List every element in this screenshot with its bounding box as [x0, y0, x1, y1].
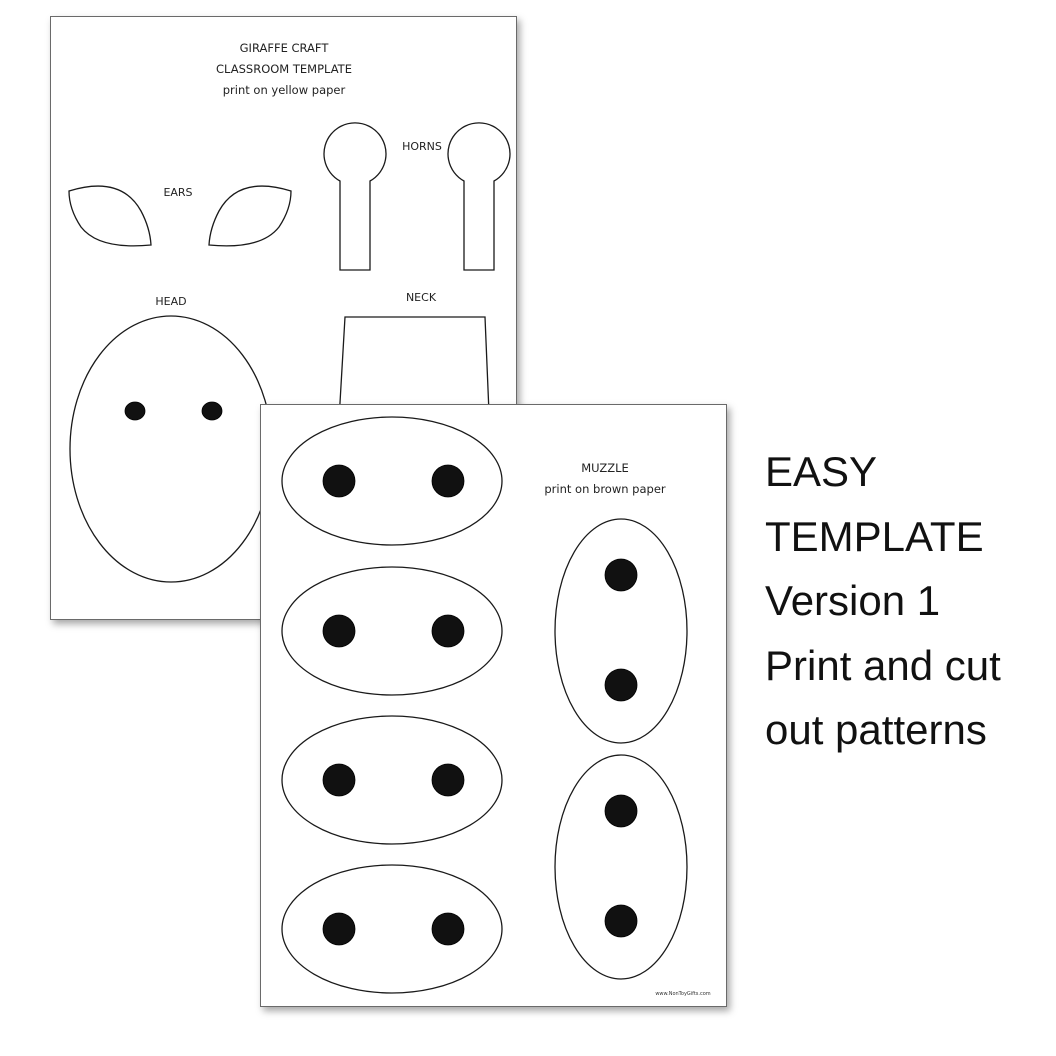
horn-right-shape — [447, 122, 511, 271]
template-sheet-brown: MUZZLE print on brown paper — [260, 404, 727, 1007]
sheet-title-line2: CLASSROOM TEMPLATE — [216, 62, 352, 76]
ears-label: EARS — [163, 186, 192, 199]
caption-line-4: Print and cut — [765, 641, 1001, 689]
muzzle-vertical-2 — [554, 754, 688, 980]
caption-line-1: EASY — [765, 448, 878, 495]
template-sheet-yellow: GIRAFFE CRAFT CLASSROOM TEMPLATE print o… — [50, 16, 517, 620]
muzzle-horizontal-1 — [281, 416, 503, 546]
muzzle-horizontal-4 — [281, 864, 503, 994]
horn-left-shape — [323, 122, 387, 271]
head-shape — [69, 315, 273, 583]
horns-label: HORNS — [402, 140, 442, 153]
sheet-title-line1: GIRAFFE CRAFT — [240, 41, 330, 55]
head-eye-right — [201, 401, 223, 421]
muzzle-label: MUZZLE — [581, 461, 629, 475]
head-label: HEAD — [155, 295, 186, 308]
website-footer: www.NonToyGifts.com — [655, 991, 710, 997]
caption-line-3: Version 1 — [765, 577, 941, 624]
muzzle-horizontal-2 — [281, 566, 503, 696]
template-caption: EASY TEMPLATE Version 1 Print and cut ou… — [765, 440, 1055, 763]
muzzle-horizontal-3 — [281, 715, 503, 845]
caption-line-2: TEMPLATE — [765, 512, 984, 560]
ear-left-shape — [68, 185, 152, 247]
head-eye-left — [124, 401, 146, 421]
caption-line-5: out patterns — [765, 706, 987, 753]
ear-right-shape — [208, 185, 292, 247]
muzzle-vertical-1 — [554, 518, 688, 744]
yellow-sheet-drawing: GIRAFFE CRAFT CLASSROOM TEMPLATE print o… — [68, 41, 511, 583]
sheet-subtitle-brown: print on brown paper — [544, 482, 666, 496]
sheet-subtitle-yellow: print on yellow paper — [223, 83, 346, 97]
neck-label: NECK — [406, 291, 437, 304]
brown-sheet-drawing: MUZZLE print on brown paper — [281, 416, 711, 997]
